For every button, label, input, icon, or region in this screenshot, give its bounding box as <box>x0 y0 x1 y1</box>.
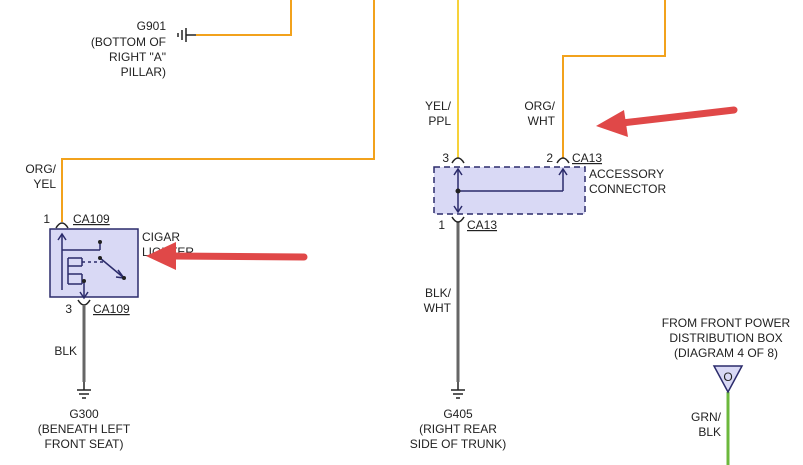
lighter-connector-bottom-id: CA109 <box>93 302 130 316</box>
wire-label-yel-ppl-2: PPL <box>428 114 451 128</box>
power-box-line-3: (DIAGRAM 4 OF 8) <box>674 346 778 360</box>
lighter-contact-low <box>82 279 86 283</box>
wire-label-org-wht-1: ORG/ <box>524 99 555 113</box>
lighter-connector-top-arc <box>55 222 69 229</box>
power-box-line-2: DISTRIBUTION BOX <box>669 331 782 345</box>
wire-org-wht <box>562 0 666 158</box>
cigar-lighter-component <box>49 222 139 306</box>
accessory-splice-dot <box>455 188 461 194</box>
ground-g901-id: G901 <box>137 19 167 33</box>
power-box-line-1: FROM FRONT POWER <box>662 316 791 330</box>
lighter-connector-bottom-arc <box>77 299 91 306</box>
lighter-name-1: CIGAR <box>142 230 180 244</box>
ground-g405-loc-1: (RIGHT REAR <box>419 422 497 436</box>
lighter-pin-bottom: 3 <box>65 302 72 316</box>
lighter-connector-top-id: CA109 <box>73 212 110 226</box>
power-box-triangle-icon <box>712 365 744 394</box>
lighter-internal-circuit <box>57 232 126 300</box>
wire-org-yel <box>61 0 375 222</box>
wire-label-grn-blk-2: BLK <box>698 425 721 439</box>
accessory-arc-bottom <box>451 216 465 223</box>
power-box-symbol: O <box>723 370 732 384</box>
wire-label-org-yel-1: ORG/ <box>25 162 56 176</box>
wire-label-blk-wht-1: BLK/ <box>425 286 452 300</box>
accessory-pin-left: 3 <box>442 151 449 165</box>
ground-g300-loc-2: FRONT SEAT) <box>45 437 124 451</box>
accessory-connector-bottom-id: CA13 <box>467 218 497 232</box>
wire-label-yel-ppl-1: YEL/ <box>425 99 452 113</box>
lighter-contact-mid <box>98 256 102 260</box>
accessory-pin-right: 2 <box>546 151 553 165</box>
wire-label-grn-blk-1: GRN/ <box>691 410 722 424</box>
ground-g901-symbol <box>177 28 196 42</box>
ground-g405-loc-2: SIDE OF TRUNK) <box>410 437 506 451</box>
accessory-connector-id: CA13 <box>572 151 602 165</box>
wire-label-org-wht-2: WHT <box>528 114 556 128</box>
accessory-arc-right <box>556 157 570 164</box>
annotation-arrow-lighter <box>146 242 308 270</box>
ground-g901-loc-1: (BOTTOM OF <box>91 35 166 49</box>
ground-g405-symbol <box>451 382 465 399</box>
wire-label-org-yel-2: YEL <box>33 177 56 191</box>
ground-g300-loc-1: (BENEATH LEFT <box>38 422 131 436</box>
wire-label-blk: BLK <box>54 344 77 358</box>
wire-g901-orange <box>196 0 292 36</box>
ground-g405-id: G405 <box>443 407 473 421</box>
wire-label-blk-wht-2: WHT <box>424 301 452 315</box>
ground-g901-loc-2: RIGHT "A" <box>109 50 166 64</box>
lighter-body <box>49 228 139 298</box>
lighter-contact-top <box>98 240 102 244</box>
accessory-name-2: CONNECTOR <box>589 182 666 196</box>
ground-g300-id: G300 <box>69 407 99 421</box>
accessory-arc-left <box>451 157 465 164</box>
lighter-contact-end <box>122 276 126 280</box>
ground-g300-symbol <box>77 382 91 399</box>
accessory-name-1: ACCESSORY <box>589 167 664 181</box>
annotation-arrow-accessory <box>596 106 738 137</box>
ground-g901-loc-3: PILLAR) <box>121 65 166 79</box>
accessory-connector-component <box>433 157 586 223</box>
lighter-pin-top: 1 <box>43 212 50 226</box>
accessory-pin-bottom: 1 <box>438 218 445 232</box>
